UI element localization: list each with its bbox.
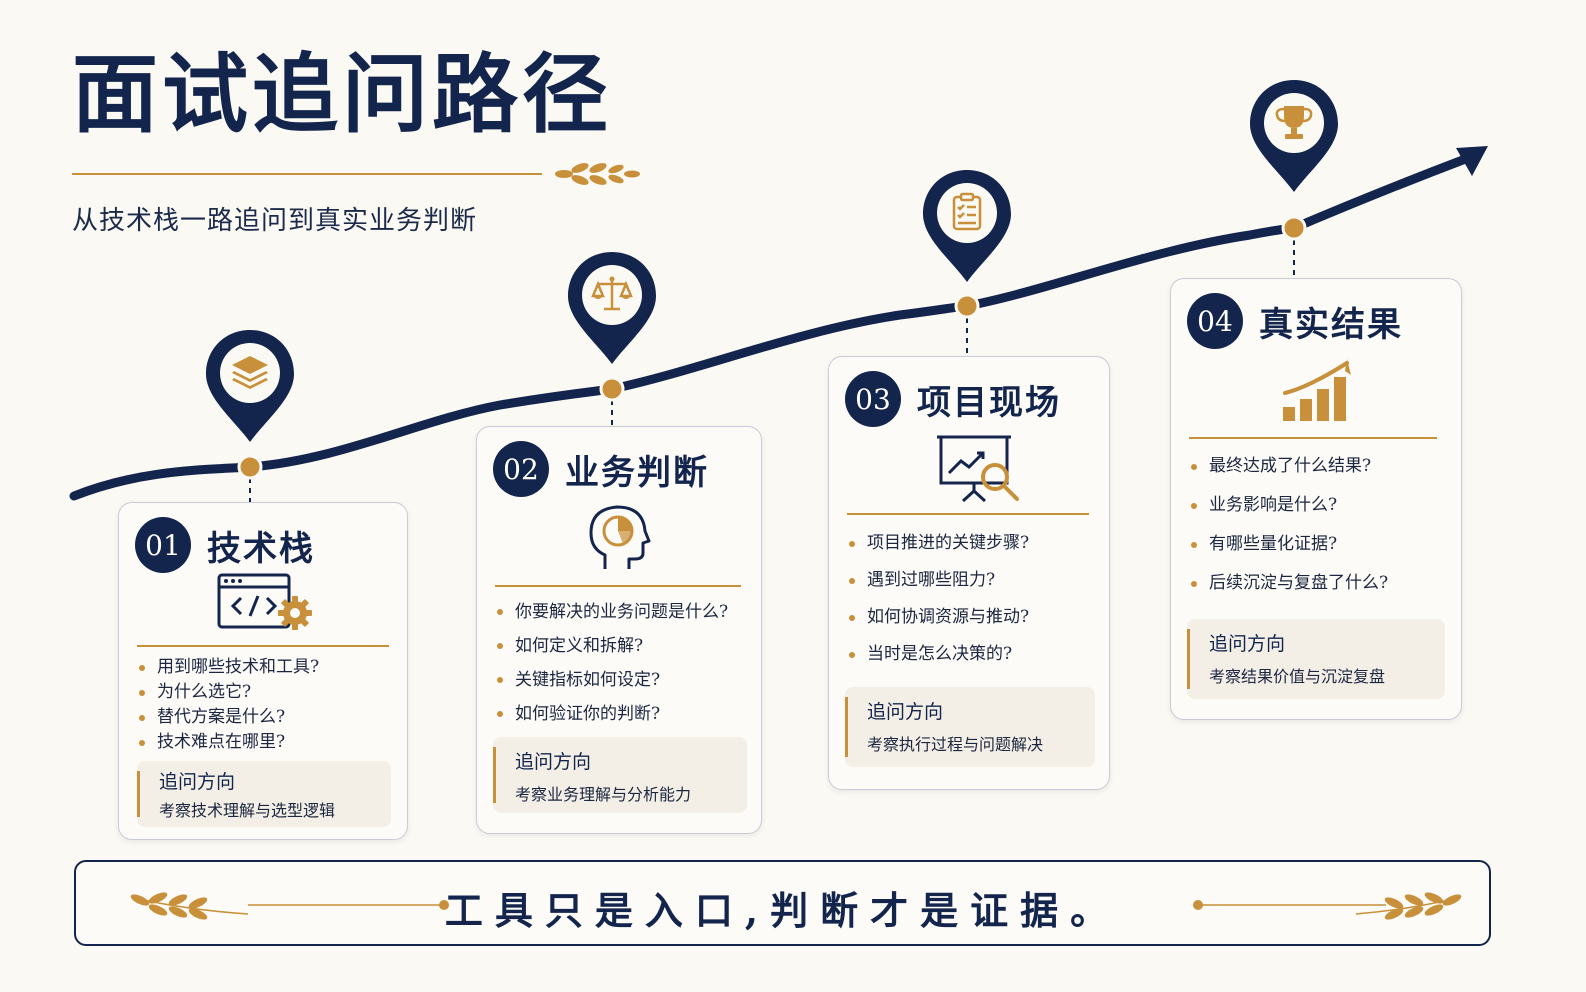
list-item: 技术难点在哪里? xyxy=(135,730,319,755)
list-item: 后续沉淀与复盘了什么? xyxy=(1187,564,1388,603)
direction-text: 考察业务理解与分析能力 xyxy=(515,785,692,804)
direction-title: 追问方向 xyxy=(867,701,944,723)
question-list: 用到哪些技术和工具? 为什么选它? 替代方案是什么? 技术难点在哪里? xyxy=(135,655,319,755)
milestone-dot-1 xyxy=(237,454,263,480)
stage-label: 技术栈 xyxy=(207,528,315,569)
question-list: 项目推进的关键步骤? 遇到过哪些阻力? 如何协调资源与推动? 当时是怎么决策的? xyxy=(845,525,1029,673)
pin-marker-2 xyxy=(566,250,658,366)
wheat-rule-icon xyxy=(72,163,640,185)
list-item: 如何定义和拆解? xyxy=(493,629,728,663)
stage-number: 04 xyxy=(1187,293,1243,349)
direction-box: 追问方向 考察技术理解与选型逻辑 xyxy=(137,761,391,827)
milestone-dot-3 xyxy=(954,293,980,319)
question-list: 最终达成了什么结果? 业务影响是什么? 有哪些量化证据? 后续沉淀与复盘了什么? xyxy=(1187,447,1388,603)
wheat-left-icon xyxy=(130,892,449,920)
footer-banner: 工具只是入口,判断才是证据。 xyxy=(74,860,1491,946)
head-chart-icon xyxy=(585,503,651,577)
wheat-right-icon xyxy=(1193,892,1462,920)
list-item: 你要解决的业务问题是什么? xyxy=(493,595,728,629)
direction-title: 追问方向 xyxy=(1209,633,1286,655)
list-item: 替代方案是什么? xyxy=(135,705,319,730)
page-title: 面试追问路径 xyxy=(72,44,612,145)
list-item: 关键指标如何设定? xyxy=(493,663,728,697)
growth-chart-icon xyxy=(1279,357,1355,427)
list-item: 项目推进的关键步骤? xyxy=(845,525,1029,562)
list-item: 最终达成了什么结果? xyxy=(1187,447,1388,486)
scale-icon xyxy=(590,272,634,316)
direction-box: 追问方向 考察执行过程与问题解决 xyxy=(845,687,1095,767)
stage-card-2: 02 业务判断 你要解决的业务问题是什么? 如何定义和拆解? 关键指标如何设定?… xyxy=(476,426,762,834)
direction-box: 追问方向 考察结果价值与沉淀复盘 xyxy=(1187,619,1445,699)
question-list: 你要解决的业务问题是什么? 如何定义和拆解? 关键指标如何设定? 如何验证你的判… xyxy=(493,595,728,731)
stage-label: 真实结果 xyxy=(1259,304,1403,345)
milestone-dot-2 xyxy=(599,376,625,402)
pin-marker-3 xyxy=(921,168,1013,284)
direction-text: 考察执行过程与问题解决 xyxy=(867,735,1044,754)
milestone-dot-4 xyxy=(1281,215,1307,241)
list-item: 为什么选它? xyxy=(135,680,319,705)
list-item: 如何验证你的判断? xyxy=(493,697,728,731)
stage-number: 01 xyxy=(135,517,191,573)
list-item: 用到哪些技术和工具? xyxy=(135,655,319,680)
layers-icon xyxy=(228,350,272,394)
list-item: 当时是怎么决策的? xyxy=(845,636,1029,673)
list-item: 有哪些量化证据? xyxy=(1187,525,1388,564)
list-item: 如何协调资源与推动? xyxy=(845,599,1029,636)
stage-card-1: 01 技术栈 用到哪些技术和工具? 为什么选它? 替代方案是什么? 技术难点在哪… xyxy=(118,502,408,840)
stage-card-3: 03 项目现场 项目推进的关键步骤? 遇到过哪些阻力? 如何协调资源与推动? 当… xyxy=(828,356,1110,790)
stage-card-4: 04 真实结果 最终达成了什么结果? 业务影响是什么? 有哪些量化证据? 后续沉… xyxy=(1170,278,1462,720)
stage-label: 业务判断 xyxy=(565,452,709,493)
trophy-icon xyxy=(1272,100,1316,144)
direction-title: 追问方向 xyxy=(159,771,236,793)
stage-number: 03 xyxy=(845,371,901,427)
clipboard-icon xyxy=(945,190,989,234)
pin-marker-4 xyxy=(1248,78,1340,194)
stage-label: 项目现场 xyxy=(917,382,1061,423)
stage-number: 02 xyxy=(493,441,549,497)
list-item: 遇到过哪些阻力? xyxy=(845,562,1029,599)
presentation-search-icon xyxy=(933,433,1023,509)
code-window-gear-icon xyxy=(215,571,315,639)
footer-slogan: 工具只是入口,判断才是证据。 xyxy=(444,888,1121,933)
direction-title: 追问方向 xyxy=(515,751,592,773)
page-subtitle: 从技术栈一路追问到真实业务判断 xyxy=(72,206,478,236)
list-item: 业务影响是什么? xyxy=(1187,486,1388,525)
direction-text: 考察技术理解与选型逻辑 xyxy=(159,801,336,820)
direction-text: 考察结果价值与沉淀复盘 xyxy=(1209,667,1386,686)
direction-box: 追问方向 考察业务理解与分析能力 xyxy=(493,737,747,813)
pin-marker-1 xyxy=(204,328,296,444)
